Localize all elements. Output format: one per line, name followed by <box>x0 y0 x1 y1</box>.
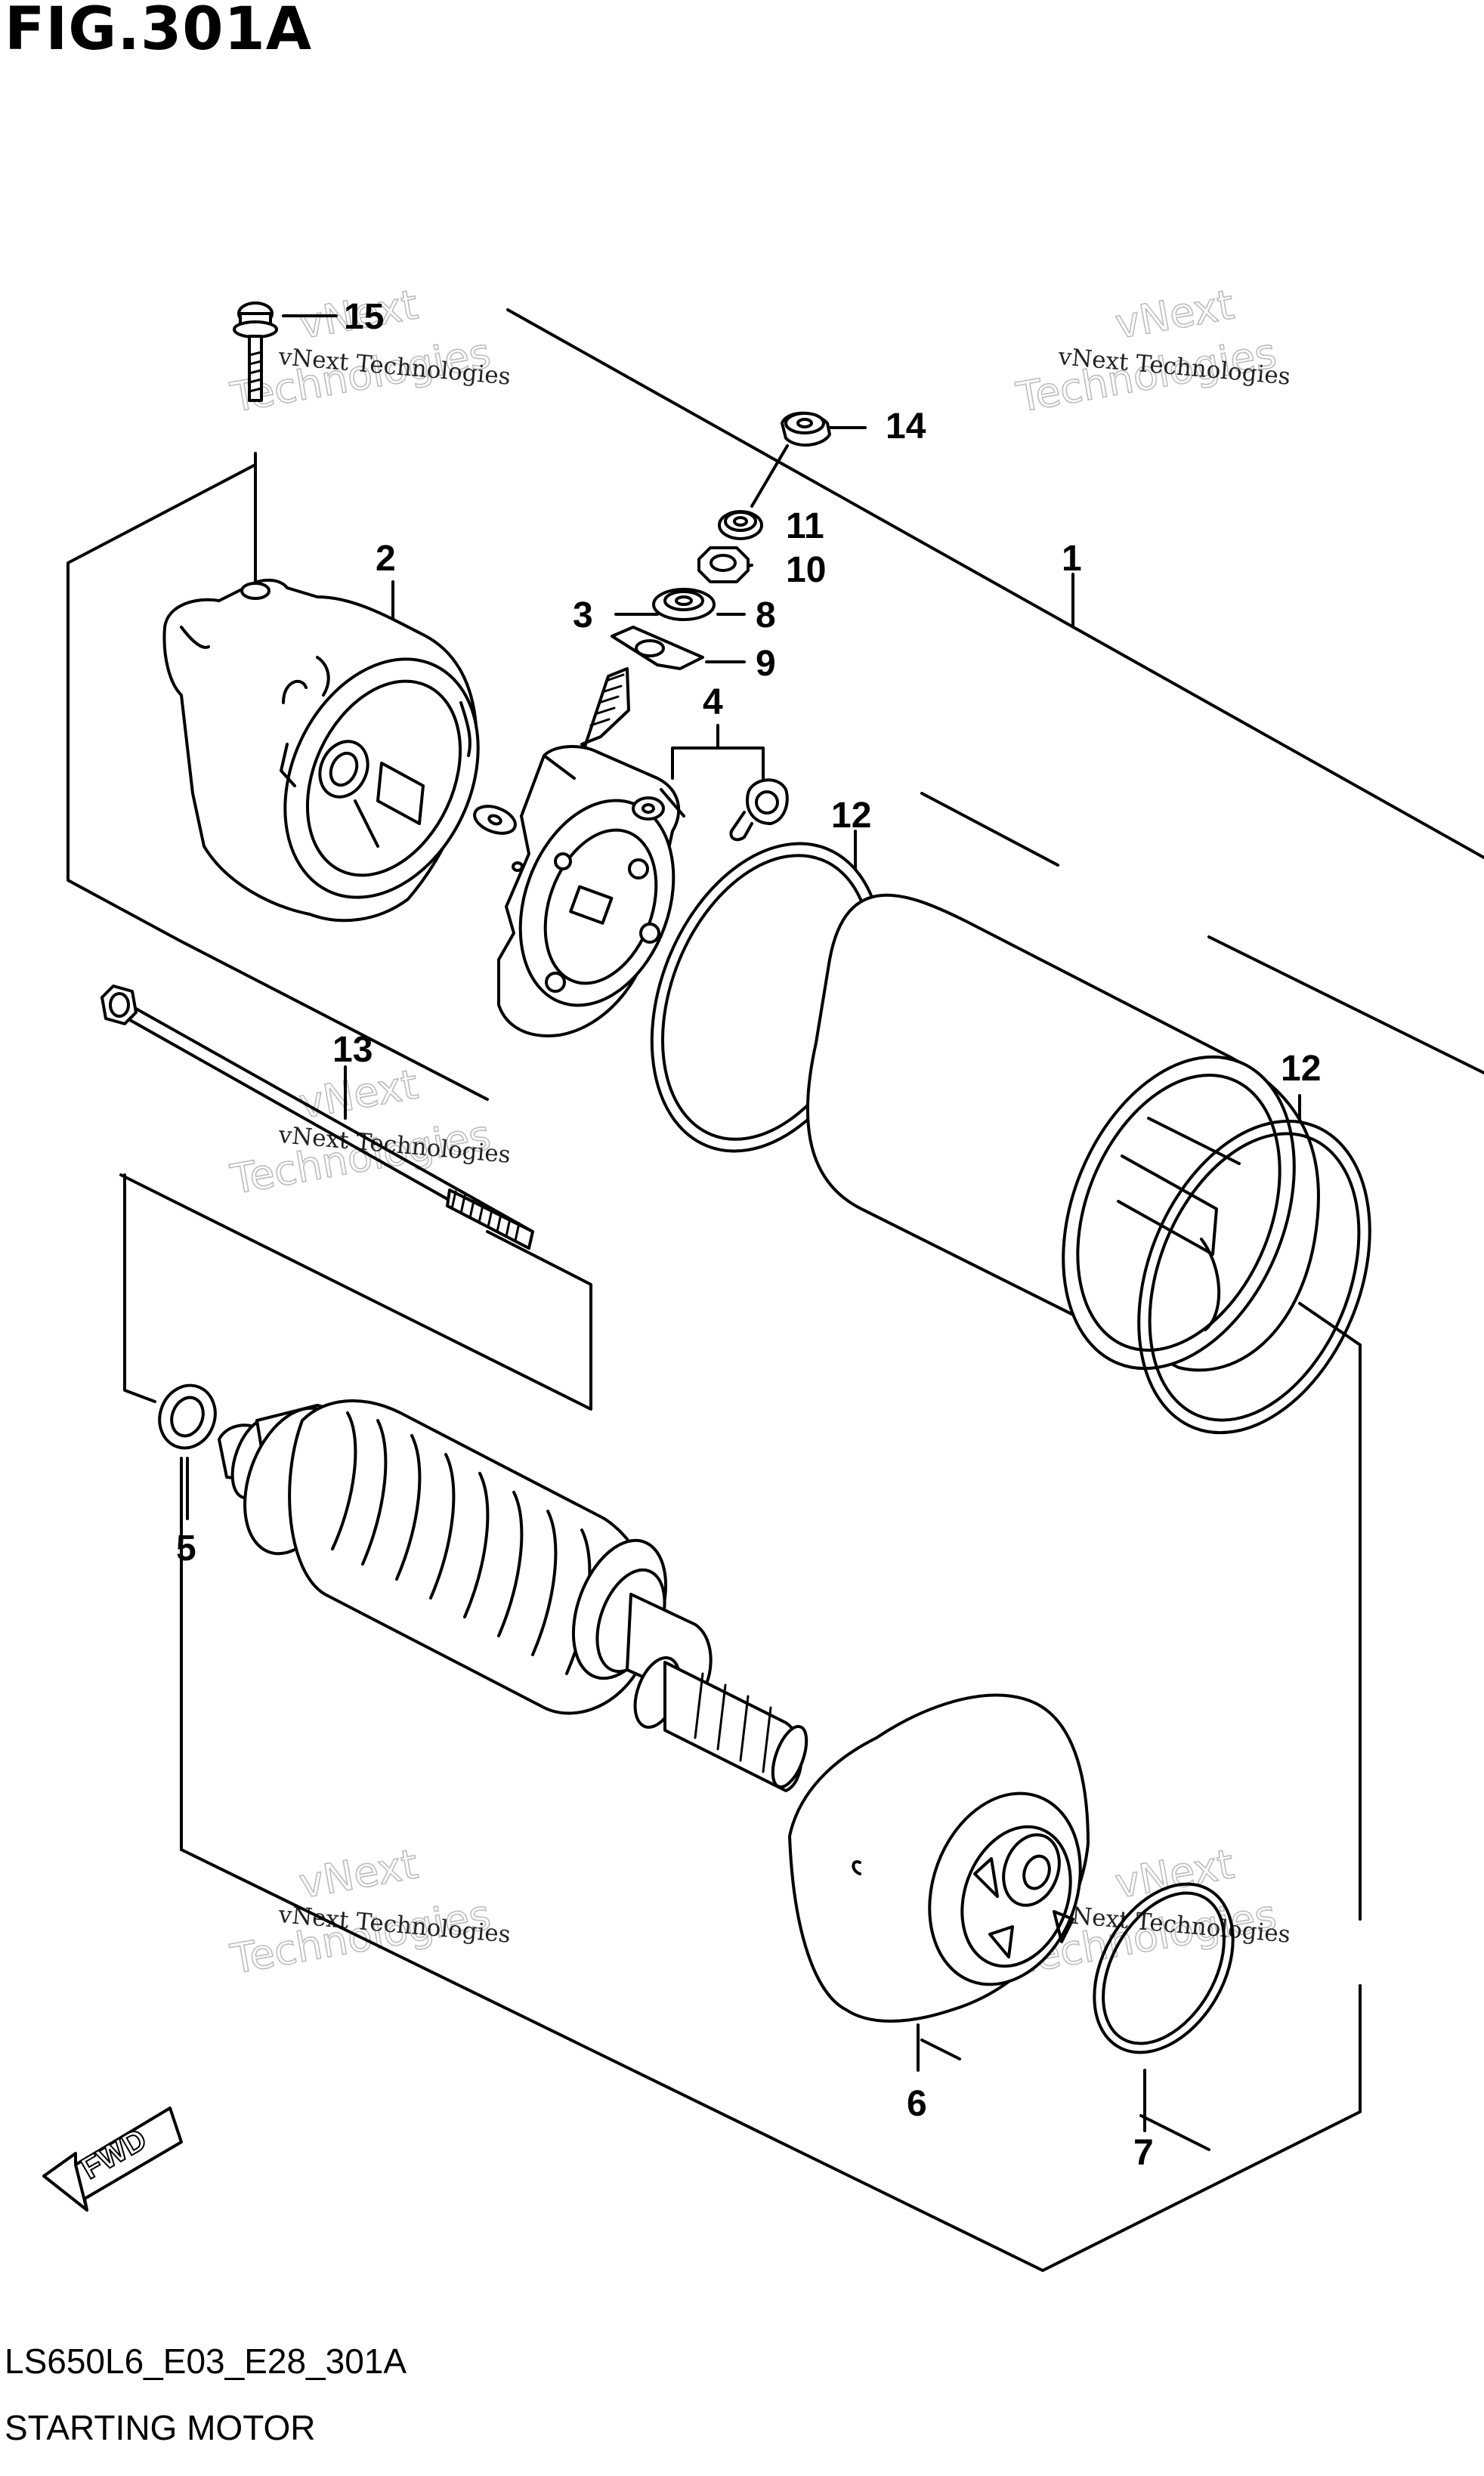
watermark-vnext: vNext <box>295 1840 421 1907</box>
part-terminal-insulator <box>611 626 704 670</box>
callout-labels: 15 2 14 11 10 3 8 9 4 12 1 12 13 5 6 7 <box>176 297 1321 2173</box>
part-washer <box>718 510 763 540</box>
part-brush <box>729 778 789 842</box>
callout-15: 15 <box>344 297 384 337</box>
part-through-bolt <box>100 985 534 1250</box>
callout-12-rear: 12 <box>831 796 871 836</box>
model-code: LS650L6_E03_E28_301A <box>5 2342 407 2381</box>
part-o-ring-front-yoke <box>1137 1119 1371 1435</box>
callout-10: 10 <box>786 550 826 590</box>
part-yoke <box>805 893 1321 1372</box>
callout-8: 8 <box>756 595 776 635</box>
watermark-vnext: vNext <box>295 1060 421 1127</box>
callout-7: 7 <box>1133 2133 1154 2173</box>
callout-4: 4 <box>703 682 723 722</box>
callout-6: 6 <box>907 2084 927 2124</box>
callout-12-front: 12 <box>1281 1049 1321 1089</box>
figure-name: STARTING MOTOR <box>5 2408 316 2447</box>
part-nut <box>697 546 750 583</box>
fwd-direction-arrow: FWD <box>42 2107 183 2212</box>
callout-14: 14 <box>886 406 926 447</box>
part-small-washer <box>473 805 524 872</box>
part-rear-housing <box>162 578 480 923</box>
part-housing-bolt <box>233 301 278 402</box>
callout-3: 3 <box>573 595 593 635</box>
callout-13: 13 <box>332 1030 373 1070</box>
part-o-ring-front <box>1093 1882 1235 2054</box>
part-terminal-nut <box>781 411 831 447</box>
callout-1: 1 <box>1062 539 1082 579</box>
part-front-housing <box>788 1693 1090 2023</box>
callout-9: 9 <box>756 644 776 684</box>
assembly-frame <box>66 308 1484 2272</box>
watermark-top-right: vNext Technologies vNext Technologies <box>1013 280 1292 422</box>
part-thrust-washer <box>158 1383 217 1450</box>
part-brush-plate <box>497 667 685 1037</box>
callout-2: 2 <box>376 539 396 579</box>
callout-5: 5 <box>176 1529 196 1569</box>
part-armature <box>218 1399 808 1792</box>
part-insulator-washer <box>652 588 716 621</box>
callout-11: 11 <box>786 506 824 546</box>
watermark-bottom-left: vNext Technologies vNext Technologies <box>227 1840 512 1984</box>
figure-title: FIG.301A <box>5 0 313 63</box>
watermark-mid-left: vNext Technologies vNext Technologies <box>227 1060 512 1204</box>
